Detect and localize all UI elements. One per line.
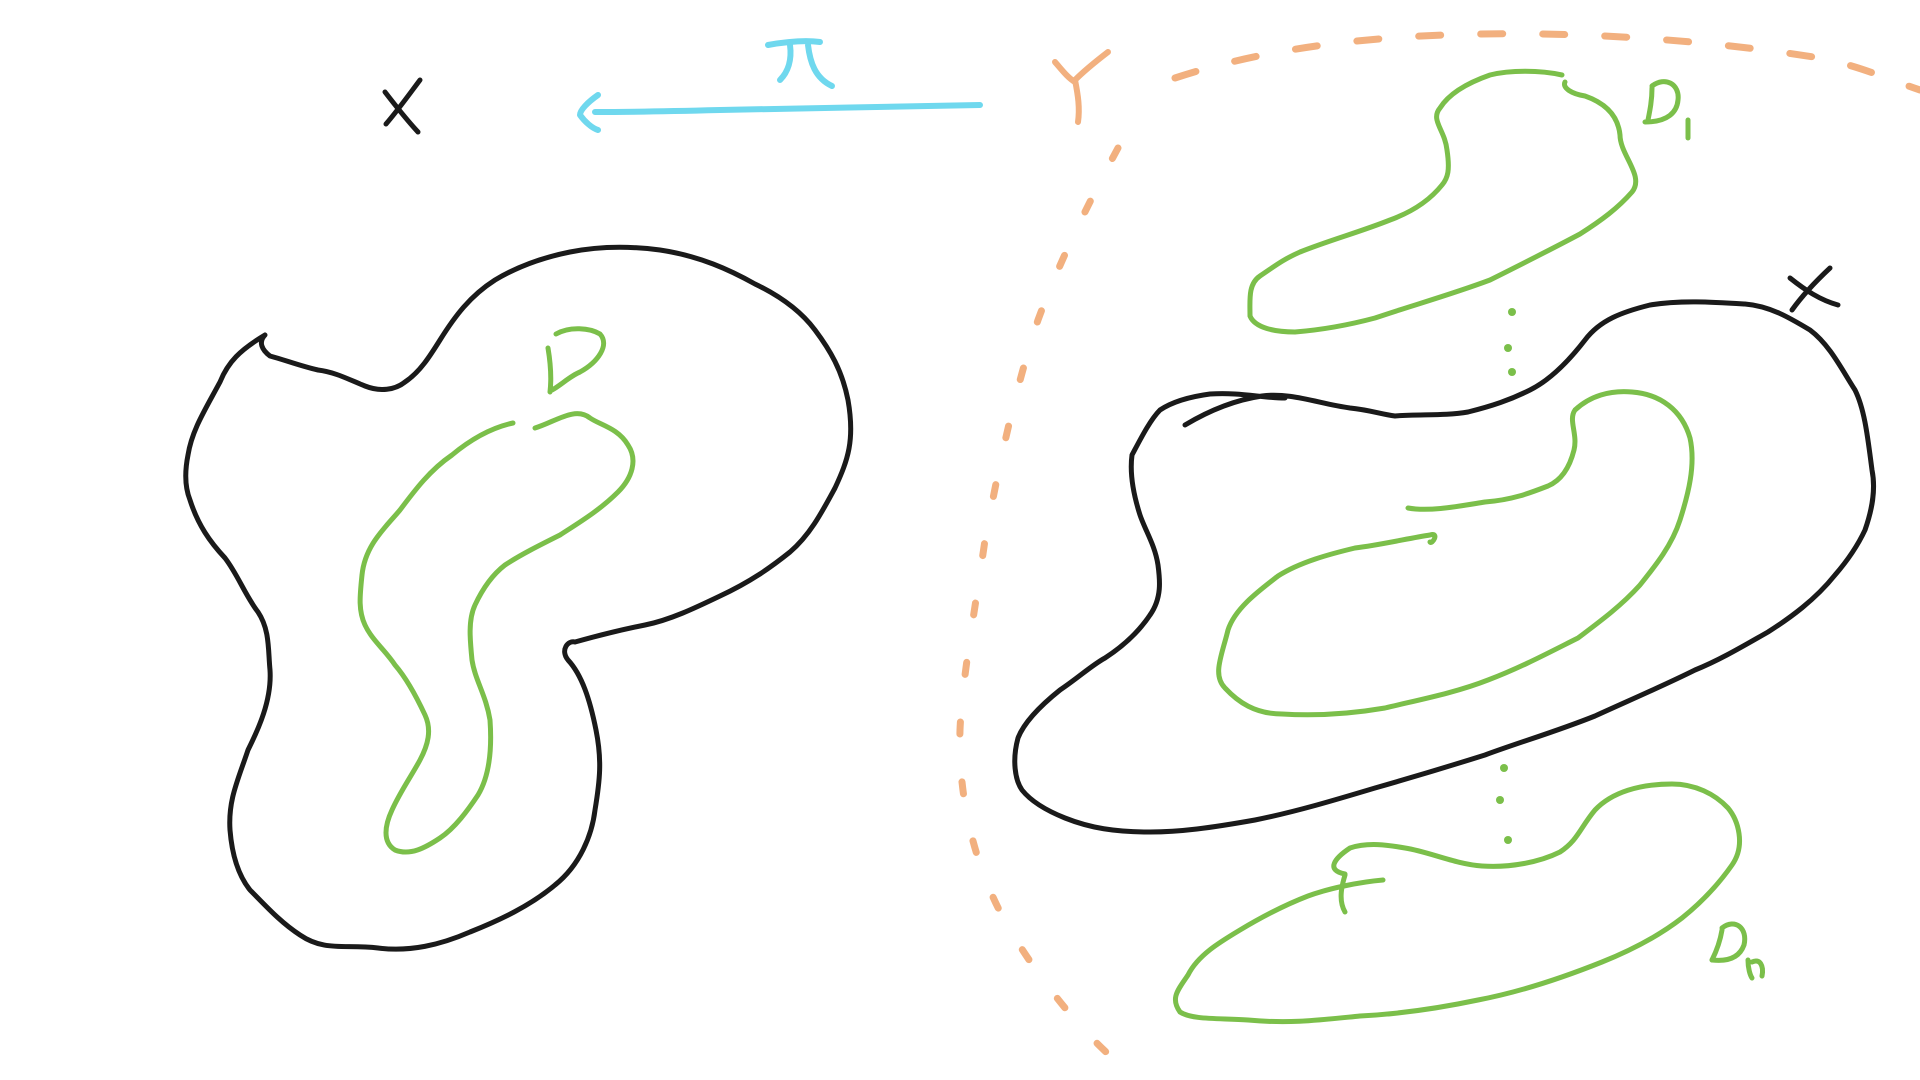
projection-label-text: π xyxy=(780,69,781,71)
base-space-group: X D xyxy=(183,77,854,952)
sheet-d1-label: D1 xyxy=(1642,79,1691,141)
x-stroke-2 xyxy=(383,77,423,127)
base-disc-outline xyxy=(357,411,636,855)
sheet-dn-tail xyxy=(1338,872,1348,915)
dn-stem xyxy=(1709,927,1725,963)
pi-right xyxy=(805,42,835,89)
dn-subscript xyxy=(1745,957,1765,981)
x-stroke-1 xyxy=(382,89,421,135)
y-left-arm xyxy=(1052,59,1078,85)
base-disc-label-text: D xyxy=(555,359,556,361)
projection-label-pi: π xyxy=(765,38,835,89)
sheet-dn-outline xyxy=(1173,781,1742,1025)
base-copy-label-x: X xyxy=(1787,265,1841,313)
dots-upper xyxy=(1504,308,1516,376)
x2-stroke-2 xyxy=(1789,265,1833,313)
projection-arrow-shaft xyxy=(592,102,983,115)
base-space-label-text: X xyxy=(379,119,381,121)
base-disc-label: D xyxy=(545,326,607,395)
sheet-dn-label-text: Dn xyxy=(1740,964,1742,966)
d1-bowl xyxy=(1642,79,1681,125)
d1-stem xyxy=(1645,85,1655,123)
projection-arrow-group: π xyxy=(577,38,983,133)
sheet-d1-label-text: D1 xyxy=(1660,124,1662,126)
dots-lower xyxy=(1496,764,1512,844)
x2-stroke-1 xyxy=(1787,275,1841,308)
preimage-group: D1 X Dn xyxy=(1012,68,1877,1025)
preimage-outline xyxy=(1012,299,1877,835)
y-stem xyxy=(1072,77,1082,125)
pi-left xyxy=(777,42,794,83)
y-right-arm xyxy=(1072,49,1111,83)
projection-arrow-head xyxy=(577,92,601,133)
d-stem xyxy=(545,345,554,395)
total-space-label-y: Y xyxy=(1052,49,1111,125)
cover-boundary-top xyxy=(1171,30,1920,94)
dn-bowl xyxy=(1709,921,1748,963)
pi-top xyxy=(765,38,823,48)
sheet-middle-outline xyxy=(1216,389,1695,718)
total-space-group: Y xyxy=(956,30,1920,1064)
sheet-d1-outline xyxy=(1247,68,1639,335)
base-space-outline xyxy=(183,244,854,952)
base-space-label-x: X xyxy=(379,77,423,135)
sheet-dn-label: Dn xyxy=(1709,921,1765,981)
d-bowl xyxy=(549,326,607,393)
cover-boundary-left xyxy=(956,144,1122,1064)
